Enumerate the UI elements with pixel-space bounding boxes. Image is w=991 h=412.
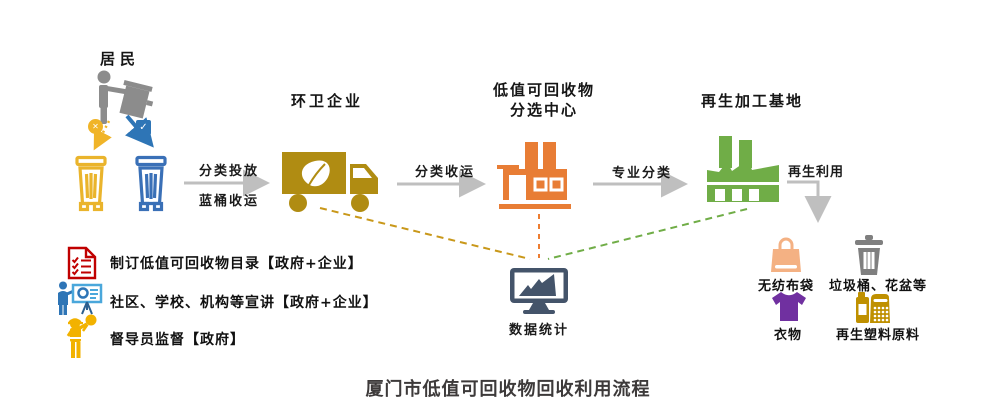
policy-item-catalog: 制订低值可回收物目录【政府+企业】 (110, 256, 363, 272)
person-disposing-icon (97, 70, 154, 124)
presentation-icon (58, 281, 103, 315)
arrow1-label-line1: 分类投放 (198, 164, 259, 179)
blue-bin-icon (135, 155, 167, 212)
arrow2-label: 分类收运 (414, 165, 475, 180)
yellow-bin-icon (75, 155, 107, 212)
collection-truck-icon (282, 152, 378, 212)
statistics-monitor-icon (510, 268, 568, 314)
residents-label: 居民 (100, 50, 141, 68)
supervisor-icon (66, 314, 97, 358)
product-label-pellets: 再生塑料原料 (835, 328, 920, 343)
policy-item-supervision: 督导员监督【政府】 (110, 332, 245, 348)
policy-item-outreach: 社区、学校、机构等宣讲【政府+企业】 (110, 295, 378, 311)
product-label-bag: 无纺布袋 (757, 279, 814, 294)
trash-bin-icon (855, 235, 883, 275)
sorting-center-label-line2: 分选中心 (509, 101, 578, 119)
dashed-link-processing-to-statistics (547, 208, 748, 260)
arrow1-label-line2: 蓝桶收运 (198, 194, 259, 209)
processing-factory-icon (707, 136, 779, 202)
data-statistics-label: 数据统计 (508, 323, 569, 338)
clothing-icon (772, 292, 806, 321)
product-label-clothing: 衣物 (773, 328, 802, 343)
dashed-link-truck-to-statistics (319, 207, 531, 260)
plastic-pellets-icon (856, 292, 890, 323)
arrow-processing-to-products (787, 180, 832, 223)
check-mark-badge-icon: ✓ (136, 120, 151, 135)
x-mark-badge-icon: ✕ (88, 119, 103, 134)
processing-base-label: 再生加工基地 (700, 92, 803, 110)
nonwoven-bag-icon (771, 237, 801, 272)
sorting-factory-icon (497, 142, 571, 209)
product-label-bins-pots: 垃圾桶、花盆等 (828, 279, 927, 294)
diagram-title: 厦门市低值可回收物回收利用流程 (365, 379, 651, 400)
arrow3-label: 专业分类 (611, 166, 672, 181)
sorting-center-label-line1: 低值可回收物 (492, 81, 595, 99)
checklist-document-icon (67, 246, 97, 280)
arrow4-label: 再生利用 (788, 165, 845, 180)
x-mark-glyph: ✕ (92, 122, 99, 131)
check-mark-glyph: ✓ (139, 122, 148, 133)
sanitation-label: 环卫企业 (291, 92, 364, 110)
